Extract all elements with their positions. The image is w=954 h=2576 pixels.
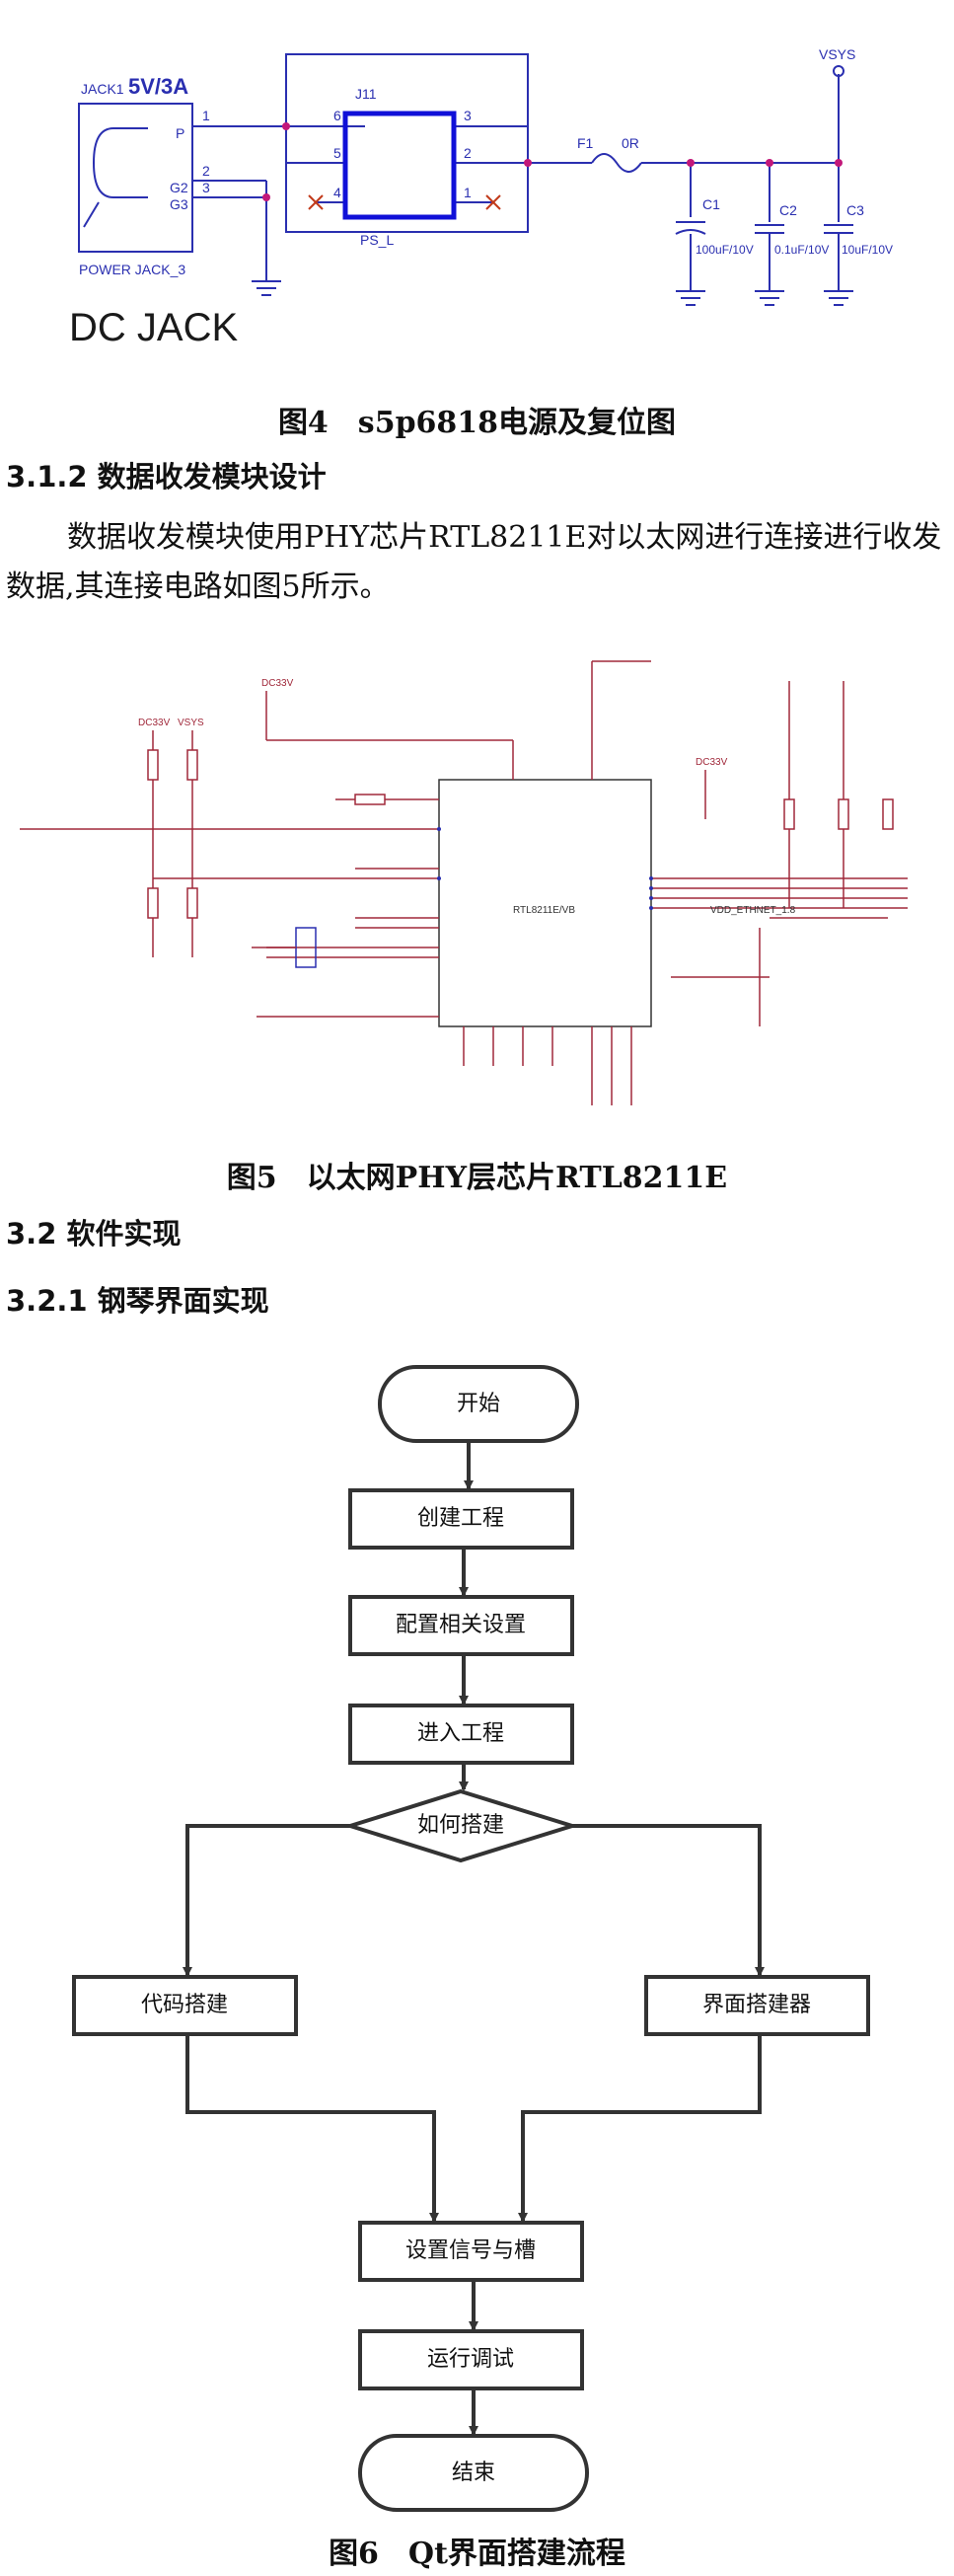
flow-node-signal: 设置信号与槽	[405, 2237, 536, 2262]
chip-label: RTL8211E/VB	[513, 905, 575, 916]
rating-label: 5V/3A	[128, 74, 188, 99]
figure-4-schematic: JACK1 5V/3A POWER JACK_3 J11 PS_L VSYS F…	[69, 46, 893, 349]
vdd-ethnet-label: VDD_ETHNET_1.8	[710, 905, 796, 916]
flow-node-start: 开始	[457, 1391, 500, 1415]
section-3-2-1-heading: 3.2.1 钢琴界面实现	[6, 1284, 269, 1318]
flow-node-builder: 界面搭建器	[702, 1992, 811, 2016]
c2-value: 0.1uF/10V	[774, 243, 829, 257]
dc33v-top-label: DC33V	[261, 678, 294, 689]
flow-node-end: 结束	[452, 2460, 495, 2484]
vsys-label: VSYS	[819, 46, 855, 62]
pin-number: 3	[202, 180, 210, 195]
pin-g2-label: G2	[170, 180, 188, 195]
figure-6-flowchart: 开始 创建工程 配置相关设置 进入工程 如何搭建 代码搭建 界面搭建器 设置信号…	[72, 1365, 870, 2512]
c1-label: C1	[702, 196, 720, 212]
zero-r-label: 0R	[622, 135, 639, 151]
c3-label: C3	[846, 202, 864, 218]
section-3-1-2-paragraph: 数据收发模块使用PHY芯片RTL8211E对以太网进行连接进行收发数据,其连接电…	[6, 520, 942, 604]
power-jack-label: POWER JACK_3	[79, 262, 185, 277]
pin-number: 2	[464, 145, 472, 161]
c3-value: 10uF/10V	[842, 243, 893, 257]
pin-number: 2	[202, 163, 210, 179]
figure-4-caption: 图4 s5p6818电源及复位图	[277, 406, 677, 440]
flow-node-create: 创建工程	[417, 1505, 504, 1530]
pin-number: 4	[333, 185, 341, 200]
pin-number: 6	[333, 108, 341, 123]
section-3-2-heading: 3.2 软件实现	[6, 1217, 182, 1250]
vsys-label: VSYS	[178, 718, 204, 728]
dc33v-left-label: DC33V	[138, 718, 171, 728]
pin-g3-label: G3	[170, 196, 188, 212]
section-3-1-2-heading: 3.1.2 数据收发模块设计	[6, 460, 327, 493]
figure-5-schematic: DC33V VSYS DC33V DC33V RTL8211E/VB VDD_E…	[20, 660, 908, 1105]
dc33v-right-label: DC33V	[696, 757, 728, 768]
jack-label: JACK1	[81, 81, 124, 97]
pin-p-label: P	[176, 125, 184, 141]
flow-node-code: 代码搭建	[141, 1992, 228, 2016]
f1-label: F1	[577, 135, 594, 151]
figure-6-caption: 图6 Qt界面搭建流程	[329, 2537, 625, 2571]
j11-label: J11	[355, 86, 377, 102]
flow-node-run: 运行调试	[427, 2346, 514, 2371]
c1-value: 100uF/10V	[696, 243, 754, 257]
c2-label: C2	[779, 202, 797, 218]
dc-jack-label: DC JACK	[69, 306, 238, 349]
flow-node-decision: 如何搭建	[417, 1812, 504, 1837]
pin-number: 3	[464, 108, 472, 123]
ps-label: PS_L	[360, 232, 394, 248]
pin-number: 1	[464, 185, 472, 200]
pin-number: 1	[202, 108, 210, 123]
figure-5-caption: 图5 以太网PHY层芯片RTL8211E	[226, 1161, 728, 1195]
flow-node-enter: 进入工程	[417, 1720, 504, 1745]
pin-number: 5	[333, 145, 341, 161]
flow-node-config: 配置相关设置	[396, 1612, 526, 1636]
